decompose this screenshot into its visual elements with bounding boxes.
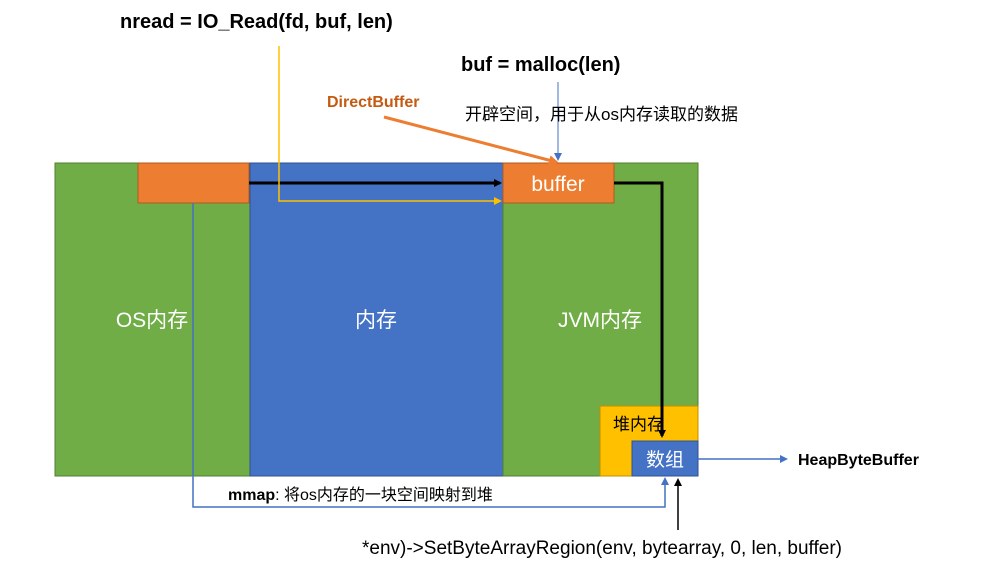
malloc-call-label: buf = malloc(len) bbox=[461, 54, 620, 76]
malloc-note-label: 开辟空间，用于从os内存读取的数据 bbox=[465, 105, 738, 124]
heap-byte-buffer-label: HeapByteBuffer bbox=[798, 452, 919, 469]
mmap-label: mmap: 将os内存的一块空间映射到堆 bbox=[228, 486, 493, 504]
heap-memory-label: 堆内存 bbox=[613, 415, 664, 434]
array-label: 数组 bbox=[646, 449, 684, 471]
buffer-to-array-arrow bbox=[614, 181, 666, 438]
mmap-description-label: : 将os内存的一块空间映射到堆 bbox=[275, 486, 493, 504]
memory-label: 内存 bbox=[355, 309, 397, 332]
os-buffer-block bbox=[137, 162, 250, 204]
mmap-bold-label: mmap bbox=[228, 487, 275, 504]
direct-buffer-label: DirectBuffer bbox=[327, 94, 419, 111]
mmap-arrow bbox=[192, 203, 669, 508]
set-region-call-label: *env)->SetByteArrayRegion(env, bytearray… bbox=[362, 538, 842, 559]
os-memory-region bbox=[54, 162, 251, 477]
io-read-arrow bbox=[278, 46, 502, 205]
memory-region bbox=[249, 162, 504, 477]
array-block bbox=[631, 440, 699, 477]
os-memory-label: OS内存 bbox=[116, 309, 188, 332]
direct-buffer-arrow bbox=[383, 115, 559, 166]
buffer-label: buffer bbox=[531, 173, 584, 196]
nread-call-label: nread = IO_Read(fd, buf, len) bbox=[120, 11, 393, 33]
jvm-memory-label: JVM内存 bbox=[558, 309, 642, 332]
